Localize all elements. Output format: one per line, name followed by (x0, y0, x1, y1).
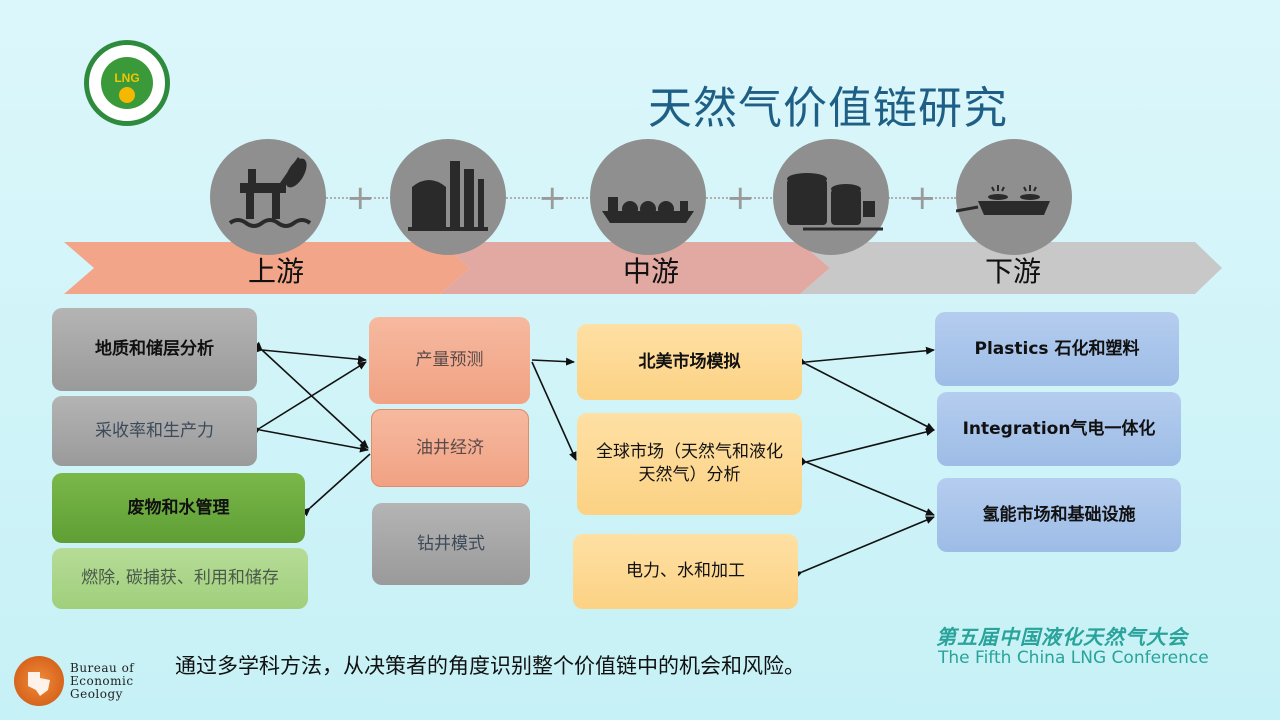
flame-icon (119, 87, 135, 103)
recovery-box[interactable]: 采收率和生产力 (52, 396, 257, 466)
beg-line: Geology (70, 687, 123, 701)
upstream-label: 上游 (248, 255, 305, 288)
connector-4 (888, 197, 956, 199)
drilling-mode-box[interactable]: 钻井模式 (372, 503, 530, 585)
connector-1 (326, 197, 392, 199)
integration-box[interactable]: Integration气电一体化 (937, 392, 1181, 466)
summary-statement: 通过多学科方法，从决策者的角度识别整个价值链中的机会和风险。 (175, 654, 805, 678)
well-economics-box[interactable]: 油井经济 (371, 409, 529, 487)
beg-line: Economic (70, 674, 134, 688)
lng-conference-logo: LNG (84, 40, 170, 126)
beg-name: Bureau of Economic Geology (70, 662, 134, 701)
offshore-platform-icon (210, 139, 326, 255)
midstream-label: 中游 (623, 255, 680, 288)
beg-logo-icon (14, 656, 64, 706)
plus-icon: + (346, 178, 375, 218)
downstream-band (800, 242, 1222, 294)
geology-box[interactable]: 地质和储层分析 (52, 308, 257, 391)
refinery-icon (390, 139, 506, 255)
conference-title-cn: 第五届中国液化天然气大会 (936, 625, 1188, 649)
hydrogen-box[interactable]: 氢能市场和基础设施 (937, 478, 1181, 552)
connector-3 (706, 197, 776, 199)
connector-2 (506, 197, 592, 199)
midstream-band (440, 242, 830, 294)
beg-line: Bureau of (70, 661, 135, 675)
page-title: 天然气价值链研究 (648, 83, 1008, 134)
production-forecast-box[interactable]: 产量预测 (369, 317, 530, 404)
plus-icon: + (726, 178, 755, 218)
global-market-box[interactable]: 全球市场（天然气和液化天然气）分析 (577, 413, 802, 515)
ccus-box[interactable]: 燃除, 碳捕获、利用和储存 (52, 548, 308, 609)
lng-tanker-icon (590, 139, 706, 255)
conference-title-en: The Fifth China LNG Conference (938, 648, 1209, 668)
plus-icon: + (538, 178, 567, 218)
na-market-box[interactable]: 北美市场模拟 (577, 324, 802, 400)
plus-icon: + (908, 178, 937, 218)
downstream-label: 下游 (985, 255, 1042, 288)
power-water-box[interactable]: 电力、水和加工 (573, 534, 798, 609)
upstream-band (64, 242, 470, 294)
gas-stove-icon (956, 139, 1072, 255)
waste-water-box[interactable]: 废物和水管理 (52, 473, 305, 543)
plastics-box[interactable]: Plastics 石化和塑料 (935, 312, 1179, 386)
logo-text: LNG (114, 71, 140, 85)
storage-tanks-icon (773, 139, 889, 255)
logo-emblem: LNG (101, 57, 153, 109)
